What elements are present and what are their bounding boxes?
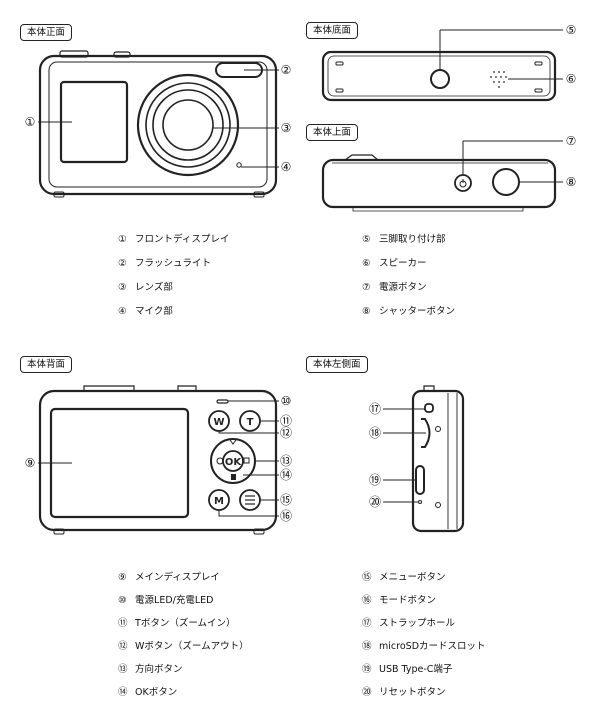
usb-c-port [415, 465, 425, 495]
callout-16: ⑯ [280, 509, 292, 523]
callout-2: ② [281, 63, 292, 77]
callout-6: ⑥ [566, 72, 577, 86]
legend-item: ⑯ モードボタン [362, 595, 437, 606]
legend-item: ⑨ メインディスプレイ [118, 572, 220, 583]
callout-7: ⑦ [566, 134, 577, 148]
legend-item: ⑮ メニューボタン [362, 572, 446, 583]
legend-item: ⑫ Wボタン（ズームアウト） [118, 641, 249, 652]
led-indicator [216, 399, 229, 404]
w-button-label: W [213, 417, 224, 428]
legend-item: ④ マイク部 [118, 306, 173, 317]
callout-9: ⑨ [25, 456, 36, 470]
callout-20: ⑳ [369, 495, 381, 509]
legend-item: ⑤ 三脚取り付け部 [362, 234, 446, 245]
bottom-view-tag: 本体底面 [306, 22, 359, 39]
legend-item: ⑩ 電源LED/充電LED [118, 595, 214, 606]
legend-item: ⑥ スピーカー [362, 258, 427, 269]
strap-hole [424, 403, 434, 413]
lens [136, 73, 240, 177]
callout-3: ③ [281, 121, 292, 135]
callout-19: ⑲ [369, 473, 381, 487]
callout-13: ⑬ [280, 454, 292, 468]
callout-8: ⑧ [566, 175, 577, 189]
left-side-view [383, 385, 465, 533]
back-view [38, 385, 279, 535]
callout-10: ⑩ [281, 394, 292, 408]
callout-5: ⑤ [566, 23, 577, 37]
front-view-tag: 本体正面 [20, 24, 73, 41]
legend-item: ⑲ USB Type-C端子 [362, 664, 453, 675]
callout-12: ⑫ [280, 426, 292, 440]
legend-item: ⑱ microSDカードスロット [362, 641, 486, 652]
callout-11: ⑪ [280, 414, 292, 428]
legend-item: ⑦ 電源ボタン [362, 282, 427, 293]
callout-1: ① [25, 115, 36, 129]
bottom-view [321, 29, 563, 102]
tripod-socket [430, 69, 450, 89]
legend-item: ③ レンズ部 [118, 282, 173, 293]
shutter-button [492, 168, 520, 196]
t-button-label: T [247, 417, 254, 428]
callout-4: ④ [281, 160, 292, 174]
callout-14: ⑭ [280, 468, 292, 482]
legend-item: ⑬ 方向ボタン [118, 664, 183, 675]
ok-button-label: OK [225, 457, 243, 468]
m-button-label: M [214, 496, 224, 507]
callout-17: ⑰ [369, 402, 381, 416]
sd-slot [421, 418, 431, 448]
legend-item: ⑰ ストラップホール [362, 618, 456, 629]
top-view [321, 140, 563, 212]
legend-item: ⑪ Tボタン（ズームイン） [118, 618, 236, 629]
callout-15: ⑮ [280, 493, 292, 507]
legend-item: ⑳ リセットボタン [362, 687, 446, 698]
callout-18: ⑱ [369, 426, 381, 440]
speaker-holes [490, 71, 507, 88]
back-view-tag: 本体背面 [20, 356, 73, 373]
top-view-tag: 本体上面 [306, 124, 359, 141]
legend-item: ⑧ シャッターボタン [362, 306, 456, 317]
legend-item: ② フラッシュライト [118, 258, 212, 269]
left-side-view-tag: 本体左側面 [306, 356, 368, 373]
legend-item: ① フロントディスプレイ [118, 234, 230, 245]
mic-hole [236, 162, 242, 168]
front-view [38, 50, 279, 198]
legend-item: ⑭ OKボタン [118, 687, 178, 698]
